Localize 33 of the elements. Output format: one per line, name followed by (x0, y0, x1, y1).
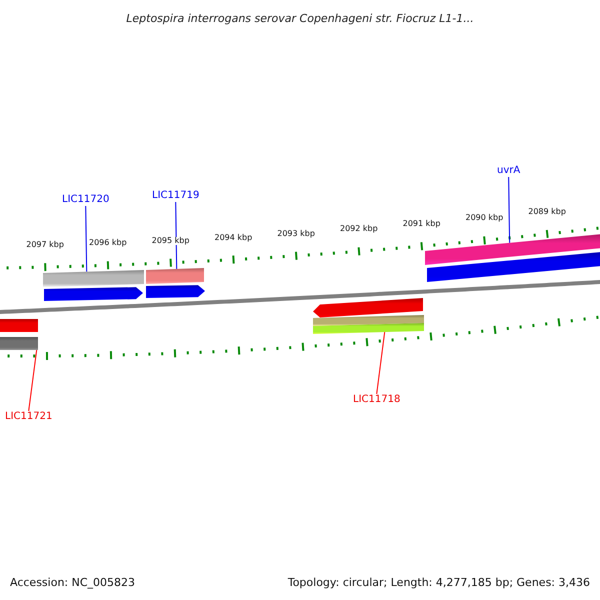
accession-text: Accession: NC_005823 (10, 577, 136, 588)
feature-bar (313, 323, 424, 334)
leader-line (175, 202, 178, 270)
scale-label: 2092 kbp (340, 225, 378, 234)
leader-line (376, 332, 386, 394)
gene-label: LIC11721 (5, 412, 52, 422)
scale-label: 2096 kbp (89, 239, 127, 248)
gene-feature (44, 287, 143, 301)
title: Leptospira interrogans serovar Copenhageni str. Fiocruz L1-1... (125, 13, 475, 24)
feature-bar (0, 319, 38, 332)
gene-label: LIC11719 (152, 191, 200, 201)
feature-bar (0, 337, 38, 350)
feature-bar (43, 270, 144, 287)
gene-feature (313, 298, 423, 318)
scale-label: 2095 kbp (152, 236, 190, 245)
leader-line (28, 350, 38, 412)
genome-summary-text: Topology: circular; Length: 4,277,185 bp; Genes: 3,436 (288, 577, 590, 588)
scale-label: 2097 kbp (26, 241, 64, 250)
leader-line (85, 206, 88, 272)
feature-bar (313, 315, 424, 326)
gene-label: uvrA (497, 166, 520, 176)
scale-label: 2090 kbp (466, 214, 504, 222)
gene-feature (146, 285, 205, 298)
gene-label: LIC11718 (353, 395, 400, 405)
feature-bar (425, 234, 600, 265)
feature-bar (427, 252, 600, 282)
scale-label: 2089 kbp (528, 208, 566, 216)
feature-bar (146, 268, 204, 284)
leader-line (508, 176, 510, 244)
scale-label: 2094 kbp (214, 234, 252, 242)
scale-label: 2093 kbp (277, 230, 315, 238)
scale-label: 2091 kbp (402, 220, 440, 228)
gene-label: LIC11720 (62, 195, 110, 205)
